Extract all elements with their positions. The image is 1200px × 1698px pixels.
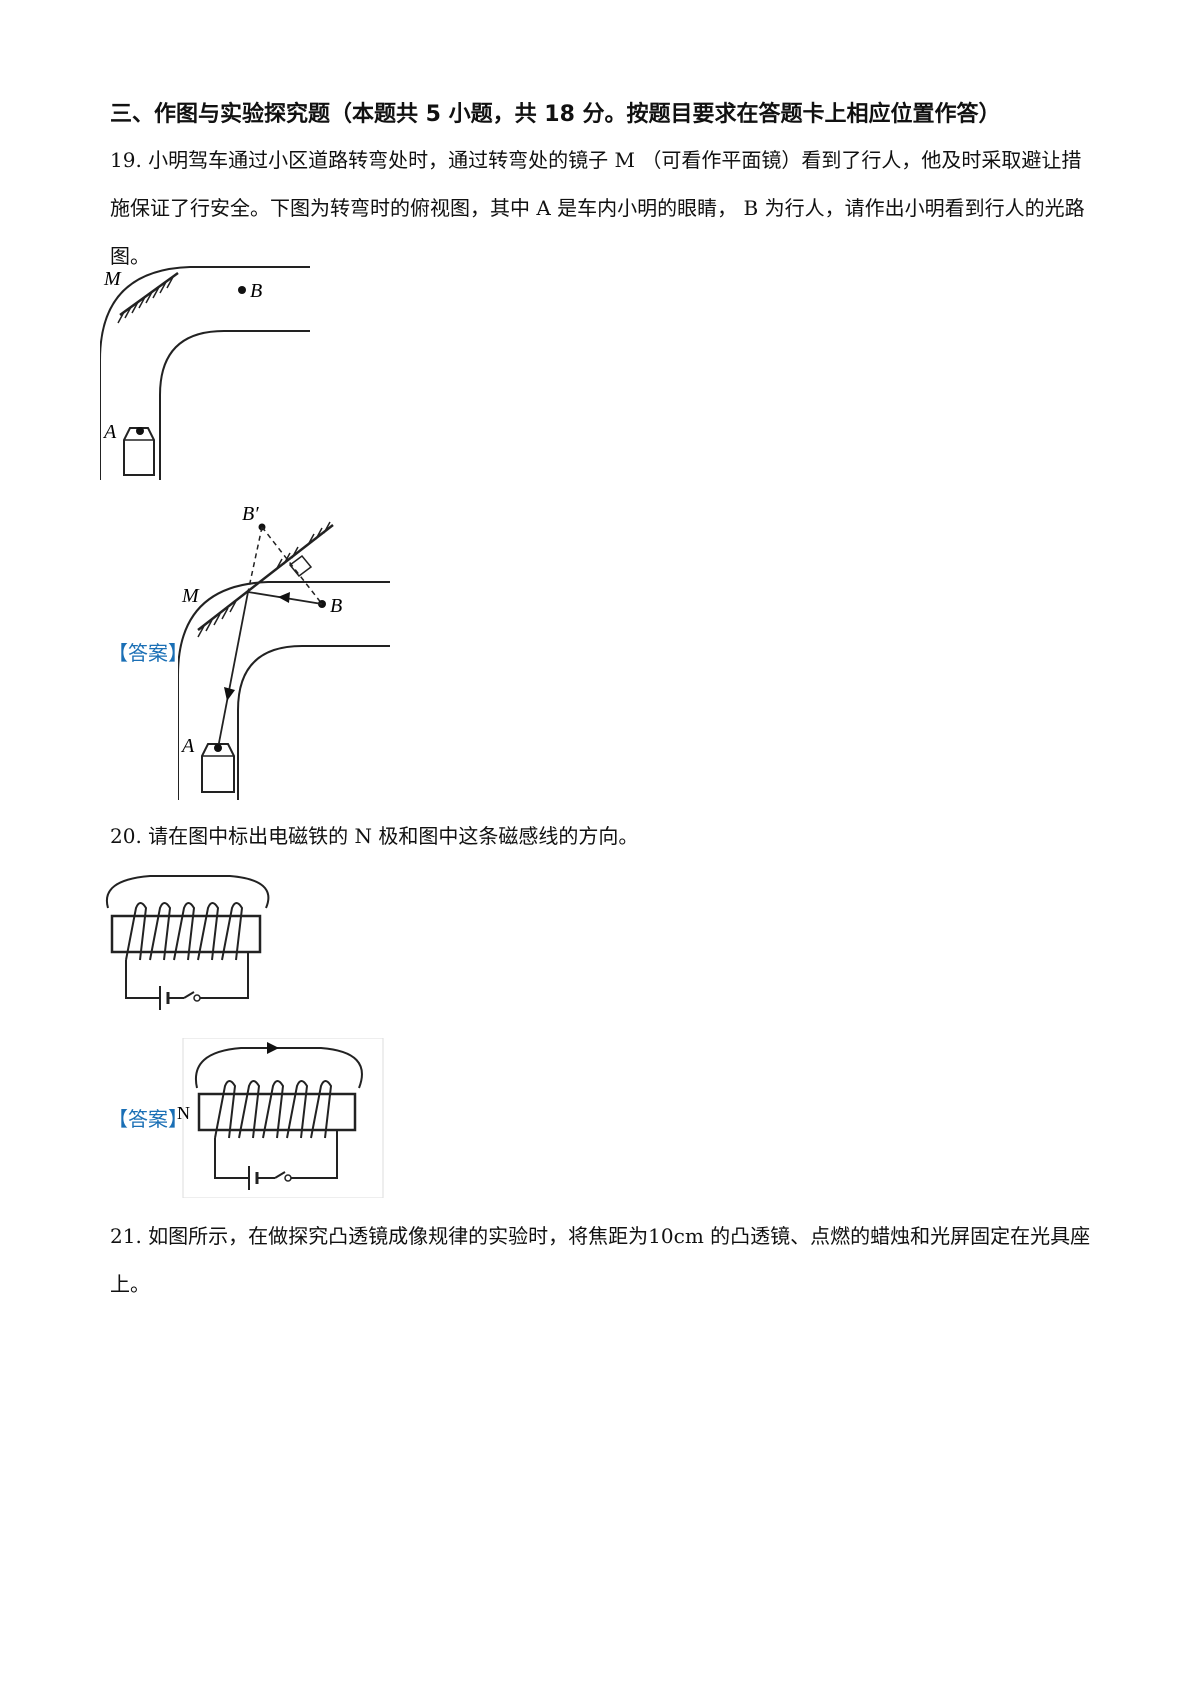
label-b: B [330, 595, 342, 617]
question-20-text: 20. 请在图中标出电磁铁的 N 极和图中这条磁感线的方向。 [110, 824, 639, 848]
label-b-prime: B′ [242, 503, 259, 525]
question-21-text: 21. 如图所示，在做探究凸透镜成像规律的实验时，将焦距为10cm 的凸透镜、点… [110, 1224, 1091, 1296]
q20-answer-figure: N [177, 1038, 384, 1198]
battery-icon [235, 1166, 275, 1190]
q20-electromagnet-figure [105, 875, 270, 1010]
q19-answer-figure: M B′ B A [178, 503, 390, 800]
label-a: A [102, 421, 117, 443]
pedestrian-b-dot [238, 286, 246, 294]
eye-a-dot [214, 744, 222, 752]
label-a: A [180, 735, 195, 757]
north-pole-label: N [177, 1103, 190, 1123]
battery-icon [146, 986, 184, 1010]
coil-icon [125, 902, 244, 961]
switch-icon [274, 1171, 292, 1182]
mirror-m-icon [117, 271, 179, 324]
q19-answer-label: 【答案】 [108, 641, 188, 665]
switch-icon [183, 991, 201, 1002]
section-heading: 三、作图与实验探究题（本题共 5 小题，共 18 分。按题目要求在答题卡上相应位… [110, 102, 1001, 127]
q19-road-figure: M B A [100, 266, 310, 480]
field-direction-arrow [267, 1042, 279, 1054]
iron-core [110, 914, 262, 954]
mirror-m-icon [197, 521, 334, 638]
car-icon [123, 427, 155, 476]
label-b: B [250, 280, 262, 302]
coil-icon [214, 1080, 333, 1139]
q20-answer-label: 【答案】 [108, 1107, 188, 1131]
label-m: M [181, 585, 200, 607]
eye-a-dot [136, 427, 144, 435]
label-m: M [103, 268, 122, 290]
question-19-text: 19. 小明驾车通过小区道路转弯处时，通过转弯处的镜子 M （可看作平面镜）看到… [110, 148, 1085, 268]
